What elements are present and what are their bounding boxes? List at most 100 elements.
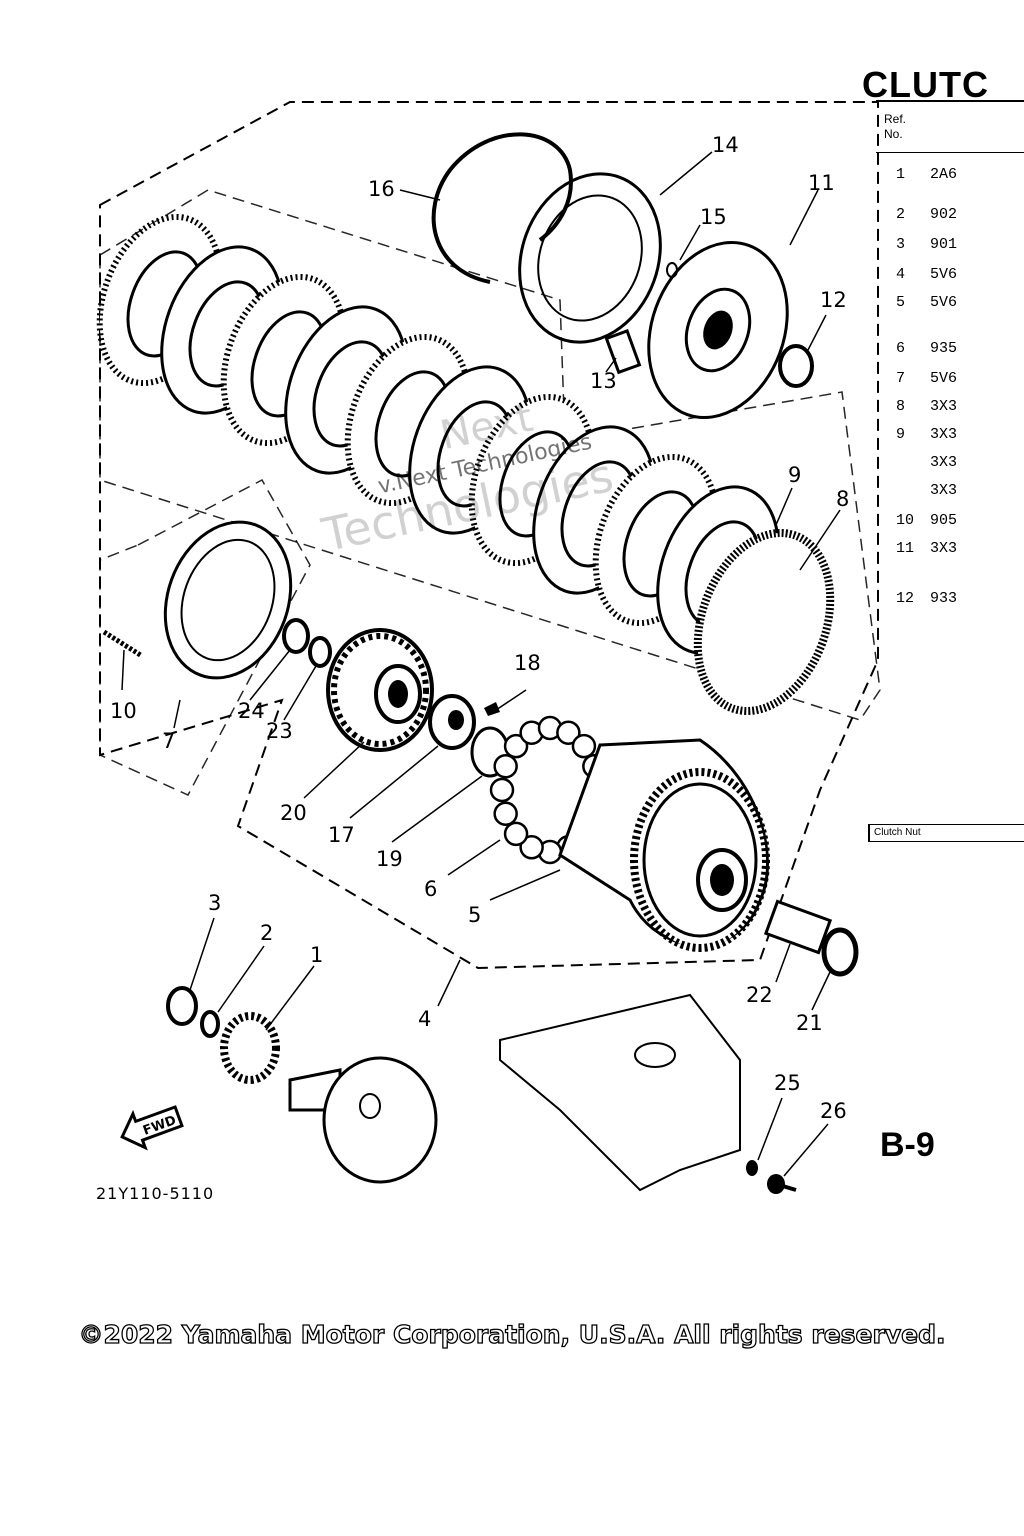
part-18 xyxy=(484,702,500,716)
spring-13 xyxy=(604,329,642,375)
ref-number: 6 xyxy=(896,340,906,357)
ref-table-row: 9 3X3 xyxy=(896,426,957,443)
callout-12: 12 xyxy=(820,288,847,312)
callout-17: 17 xyxy=(328,823,355,847)
callout-23: 23 xyxy=(266,719,293,743)
part-code: 3X3 xyxy=(930,482,958,499)
washer-21 xyxy=(821,927,859,977)
part-code: 5V6 xyxy=(930,370,958,387)
callout-19: 19 xyxy=(376,847,403,871)
pressure-plate-boundary xyxy=(99,478,311,796)
no-label: No. xyxy=(884,127,903,141)
ref-table-row: 4 5V6 xyxy=(896,266,957,283)
clip-15 xyxy=(666,262,678,278)
callout-1: 1 xyxy=(310,943,323,967)
primary-gear-1 xyxy=(220,1012,280,1084)
ref-number: 9 xyxy=(896,426,906,443)
leader-lines xyxy=(121,151,841,1177)
friction-plate-8 xyxy=(693,528,835,716)
table-top-rule xyxy=(876,100,1024,102)
lock-plate-14 xyxy=(518,172,662,344)
crankcase-boss xyxy=(634,1042,676,1068)
ref-table-row: 12 933 xyxy=(896,590,957,607)
callout-21: 21 xyxy=(796,1011,823,1035)
ref-number: 10 xyxy=(896,512,915,529)
ref-label: Ref. xyxy=(884,112,907,126)
ref-number: 2 xyxy=(896,206,906,223)
push-rod-10 xyxy=(102,629,144,659)
ref-number: 7 xyxy=(896,370,906,387)
callout-6: 6 xyxy=(424,877,437,901)
callout-4: 4 xyxy=(418,1007,431,1031)
copyright-notice: ©2022 Yamaha Motor Corporation, U.S.A. A… xyxy=(78,1319,946,1349)
part-code: 3X3 xyxy=(930,426,958,443)
ball xyxy=(571,733,597,759)
part-code: 3X3 xyxy=(930,454,958,471)
callout-3: 3 xyxy=(208,891,221,915)
part-code: 902 xyxy=(930,206,958,223)
part-code: 901 xyxy=(930,236,958,253)
callout-25: 25 xyxy=(774,1071,801,1095)
callout-26: 26 xyxy=(820,1099,847,1123)
crankshaft xyxy=(288,1056,438,1184)
part-code: 905 xyxy=(930,512,958,529)
ref-table-row: 6 935 xyxy=(896,340,957,357)
nut-3 xyxy=(166,986,198,1026)
part-code: 3X3 xyxy=(930,540,958,557)
callout-11: 11 xyxy=(808,171,835,195)
ref-table-row: 3X3 xyxy=(896,482,957,499)
figure-code: 21Y110-5110 xyxy=(96,1184,215,1203)
page-number: B-9 xyxy=(880,1126,935,1164)
callout-16: 16 xyxy=(368,177,395,201)
ref-table-row: 5 5V6 xyxy=(896,294,957,311)
callout-14: 14 xyxy=(712,133,739,157)
part-code: 3X3 xyxy=(930,398,958,415)
clutch-housing-5 xyxy=(558,738,770,952)
pressure-plate-11 xyxy=(647,240,789,420)
table-header-rule xyxy=(876,152,1024,153)
circlip-16 xyxy=(431,132,573,284)
part-code: 933 xyxy=(930,590,958,607)
callout-18: 18 xyxy=(514,651,541,675)
callout-24: 24 xyxy=(238,699,265,723)
plate-stack-boundary xyxy=(99,189,881,721)
assembly-boundary xyxy=(99,101,879,970)
bearing-24 xyxy=(282,618,310,654)
ref-table-row: 10 905 xyxy=(896,512,957,529)
ref-table-row: 3X3 xyxy=(896,454,957,471)
callout-7: 7 xyxy=(162,729,175,753)
crankcase xyxy=(499,993,741,1192)
ball xyxy=(503,821,529,847)
clutch-nut-note: Clutch Nut xyxy=(868,824,1024,842)
ref-number: 1 xyxy=(896,166,906,183)
bolt-26 xyxy=(767,1174,797,1194)
ref-table-row: 2 902 xyxy=(896,206,957,223)
washer-25 xyxy=(746,1160,758,1176)
ref-number: 3 xyxy=(896,236,906,253)
ref-table-row: 7 5V6 xyxy=(896,370,957,387)
callout-8: 8 xyxy=(836,487,849,511)
ref-number: 11 xyxy=(896,540,915,557)
clutch-boss-20 xyxy=(326,628,434,752)
part-code: 5V6 xyxy=(930,266,958,283)
table-header: Ref. No. xyxy=(884,112,906,142)
callout-10: 10 xyxy=(110,699,137,723)
ball xyxy=(493,754,518,779)
bearing-12 xyxy=(778,344,814,388)
ref-number: 5 xyxy=(896,294,906,311)
ball xyxy=(489,777,515,803)
ball xyxy=(519,835,544,860)
ball xyxy=(556,720,581,745)
ball xyxy=(493,801,518,826)
ref-number: 4 xyxy=(896,266,906,283)
part-code: 5V6 xyxy=(930,294,958,311)
pressure-plate-7 xyxy=(163,520,293,680)
spacer-22 xyxy=(763,899,833,955)
ref-number: 12 xyxy=(896,590,915,607)
ref-number: 8 xyxy=(896,398,906,415)
part-code: 935 xyxy=(930,340,958,357)
callout-22: 22 xyxy=(746,983,773,1007)
fwd-arrow: FWD xyxy=(120,1105,184,1151)
